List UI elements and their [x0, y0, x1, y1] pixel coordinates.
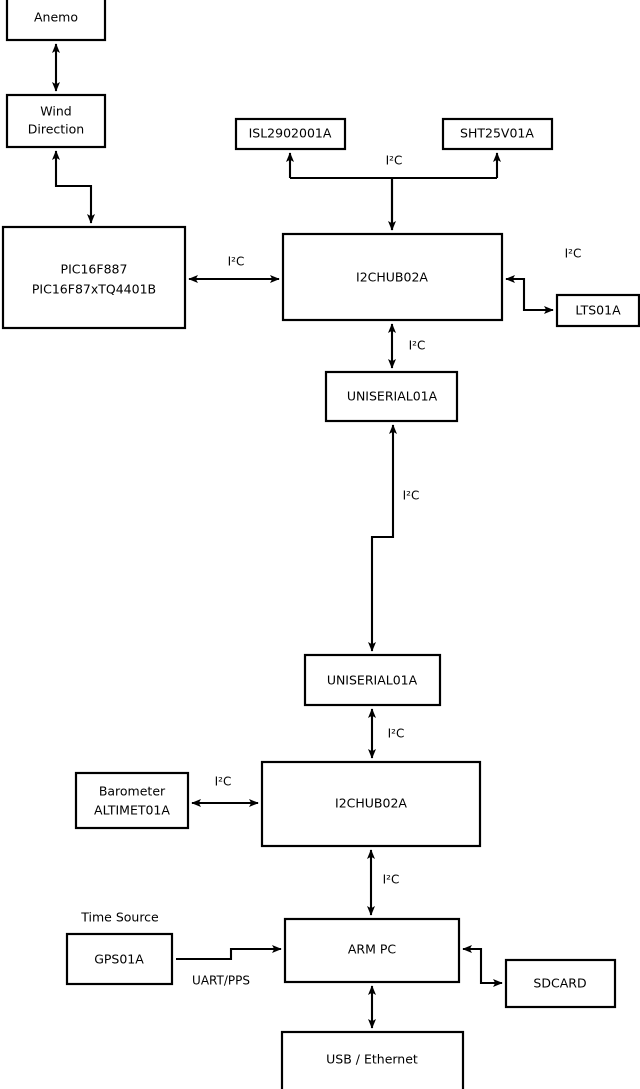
node-label-anemo: Anemo	[34, 10, 78, 25]
node-barometer-altimet01a[interactable]: Barometer ALTIMET01A	[74, 771, 190, 830]
node-i2chub02a-top[interactable]: I2CHUB02A	[281, 232, 504, 322]
edge-uniserial-link: I²C	[367, 424, 420, 652]
node-arm-pc[interactable]: ARM PC	[283, 917, 461, 984]
edge-label-hub-top-lts: I²C	[565, 247, 582, 261]
edge-label-pic-hub-top: I²C	[228, 255, 245, 269]
edge-hub-top-lts: I²C	[505, 247, 582, 315]
node-label-pic-line1: PIC16F887	[61, 262, 128, 277]
node-label-i2chub02a-bottom: I2CHUB02A	[335, 796, 407, 811]
edge-barometer-hub-bottom: I²C	[191, 775, 259, 808]
edge-label-hub-top-uniserial: I²C	[409, 339, 426, 353]
node-label-uniserial01a-upper: UNISERIAL01A	[347, 389, 438, 404]
node-label-isl2902001a: ISL2902001A	[249, 126, 332, 141]
node-lts01a[interactable]: LTS01A	[555, 293, 640, 328]
node-wind-direction[interactable]: Wind Direction	[5, 93, 107, 149]
node-label-wind-direction-line1: Wind	[40, 104, 71, 119]
node-label-usb-ethernet: USB / Ethernet	[326, 1052, 418, 1067]
node-anemo[interactable]: Anemo	[5, 0, 107, 42]
node-uniserial01a-lower[interactable]: UNISERIAL01A	[303, 653, 442, 707]
edge-wind-pic	[51, 150, 95, 224]
node-label-barometer-line1: Barometer	[99, 784, 166, 799]
node-label-lts01a: LTS01A	[575, 303, 621, 318]
node-sdcard[interactable]: SDCARD	[504, 958, 617, 1009]
edge-hub-top-sensors-bus: I²C	[286, 152, 502, 231]
edge-gps-armpc: UART/PPS	[176, 945, 282, 988]
node-usb-ethernet[interactable]: USB / Ethernet	[280, 1030, 465, 1089]
label-time-source: Time Source	[80, 910, 159, 925]
edge-label-hub-top-sensors: I²C	[386, 154, 403, 168]
node-uniserial01a-upper[interactable]: UNISERIAL01A	[324, 370, 459, 423]
node-i2chub02a-bottom[interactable]: I2CHUB02A	[260, 760, 482, 848]
node-label-wind-direction-line2: Direction	[28, 122, 84, 137]
edge-label-uniserial-hub-bottom: I²C	[388, 727, 405, 741]
node-label-arm-pc: ARM PC	[348, 942, 397, 957]
edge-hub-top-uniserial: I²C	[387, 323, 426, 369]
edge-uniserial-hub-bottom: I²C	[367, 708, 405, 759]
edge-armpc-sdcard	[462, 945, 503, 988]
node-isl2902001a[interactable]: ISL2902001A	[234, 117, 347, 151]
node-pic-microcontroller[interactable]: PIC16F887 PIC16F87xTQ4401B	[1, 225, 187, 330]
node-label-i2chub02a-top: I2CHUB02A	[356, 270, 428, 285]
edge-label-barometer-hub-bottom: I²C	[215, 775, 232, 789]
node-label-sdcard: SDCARD	[533, 976, 586, 991]
node-label-barometer-line2: ALTIMET01A	[94, 803, 170, 818]
edge-label-gps-armpc: UART/PPS	[192, 974, 250, 988]
node-sht25v01a[interactable]: SHT25V01A	[441, 117, 554, 151]
node-label-sht25v01a: SHT25V01A	[460, 126, 534, 141]
edge-label-hub-bottom-armpc: I²C	[383, 873, 400, 887]
edge-label-uniserial-link: I²C	[403, 489, 420, 503]
node-label-pic-line2: PIC16F87xTQ4401B	[32, 282, 156, 297]
node-label-uniserial01a-lower: UNISERIAL01A	[327, 673, 418, 688]
edge-hub-bottom-armpc: I²C	[366, 849, 400, 916]
node-gps01a[interactable]: GPS01A	[65, 932, 174, 986]
node-label-gps01a: GPS01A	[94, 952, 144, 967]
edge-pic-hub-top: I²C	[188, 255, 280, 284]
